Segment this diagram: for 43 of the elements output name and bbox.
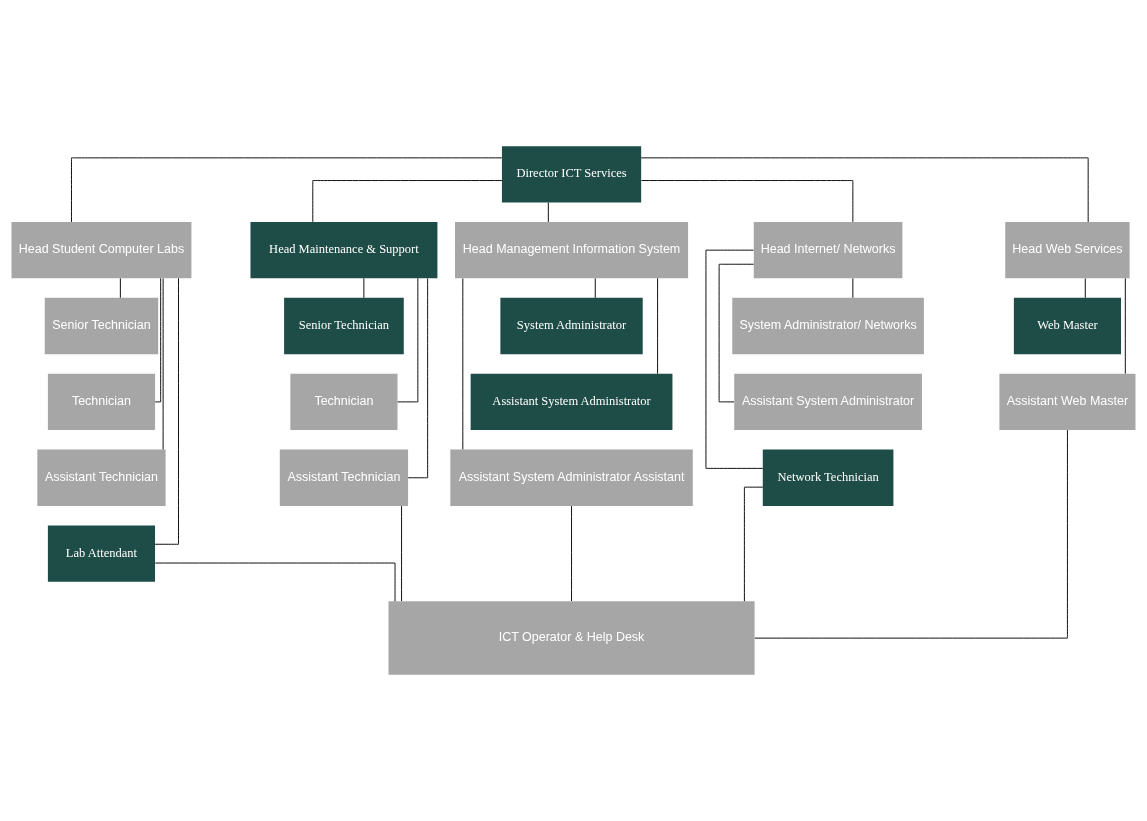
node-box: Head Internet/ Networks — [753, 222, 903, 279]
node-box: Network Technician — [762, 449, 894, 506]
connector — [743, 486, 764, 602]
node-box: Technician — [290, 373, 398, 431]
connector — [119, 277, 121, 299]
node-box: Assistant System Administrator — [734, 373, 922, 431]
connector — [407, 278, 429, 479]
connector — [363, 277, 365, 299]
connector — [705, 249, 764, 469]
connector — [1084, 277, 1086, 299]
node-box: Director ICT Services — [501, 146, 642, 203]
node-box: ICT Operator & Help Desk — [388, 601, 755, 675]
connector — [641, 180, 854, 223]
connector — [571, 505, 572, 602]
node-box: Assistant Technician — [279, 449, 409, 506]
node-box: Head Management Information System — [455, 222, 689, 279]
node-box: Assistant Technician — [37, 449, 166, 506]
node-box: Senior Technician — [44, 297, 159, 355]
connector — [640, 157, 1089, 223]
connector — [154, 277, 179, 545]
connector — [1124, 277, 1126, 375]
node-box: System Administrator/ Networks — [732, 297, 924, 355]
node-box: Head Web Services — [1005, 222, 1130, 279]
node-box: Assistant System Administrator — [470, 373, 673, 431]
node-box: Head Student Computer Labs — [11, 222, 192, 279]
connector — [657, 277, 659, 375]
connector — [154, 562, 396, 602]
connector — [154, 277, 162, 403]
connector — [312, 180, 503, 223]
connector — [401, 505, 403, 602]
connector — [754, 429, 1068, 639]
connector — [547, 202, 549, 223]
node-box: Lab Attendant — [47, 525, 156, 582]
connector — [397, 277, 419, 403]
node-box: Head Maintenance & Support — [250, 222, 438, 279]
connector — [71, 157, 503, 223]
node-box: Senior Technician — [284, 297, 404, 355]
node-box: Assistant System Administrator Assistant — [450, 449, 693, 506]
node-box: Web Master — [1013, 297, 1121, 355]
node-box: Technician — [47, 373, 156, 431]
node-box: Assistant Web Master — [999, 373, 1136, 431]
connector — [594, 277, 596, 299]
node-box: System Administrator — [500, 297, 643, 355]
